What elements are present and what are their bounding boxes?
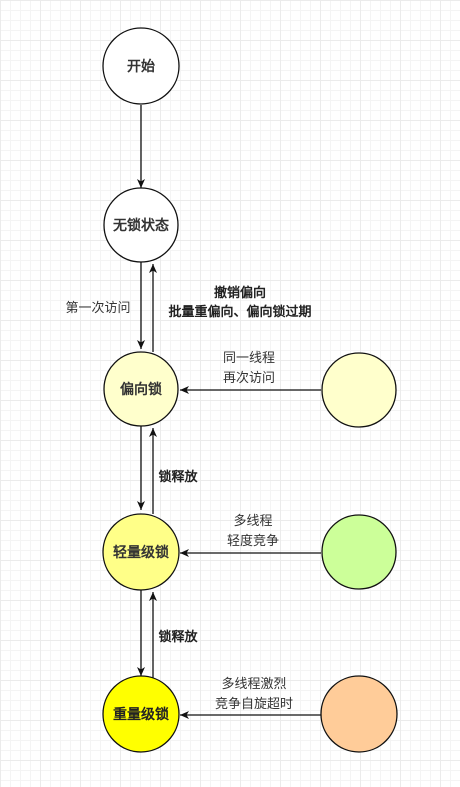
label-lock-release-2: 锁释放 (158, 629, 198, 645)
node-lightweight-source (321, 514, 397, 590)
label-light-contention: 轻度竞争 (227, 533, 279, 549)
node-start-label: 开始 (127, 58, 155, 75)
node-unlocked-label: 无锁状态 (112, 217, 169, 234)
node-lightweight: 轻量级锁 (102, 513, 180, 591)
node-lightweight-label: 轻量级锁 (113, 544, 169, 561)
node-biased-source (321, 352, 397, 428)
label-same-thread: 同一线程 (223, 351, 275, 366)
label-first-access: 第一次访问 (65, 300, 130, 316)
node-heavyweight: 重量级锁 (102, 675, 180, 753)
label-revoke-bias: 撤销偏向 (214, 285, 266, 301)
node-biased: 偏向锁 (103, 351, 179, 427)
node-heavyweight-label: 重量级锁 (113, 706, 169, 723)
node-unlocked: 无锁状态 (103, 187, 179, 263)
label-access-again: 再次访问 (223, 370, 275, 386)
label-lock-release-1: 锁释放 (158, 469, 198, 485)
label-spin-timeout: 竞争自旋超时 (215, 696, 293, 712)
label-revoke-reasons: 批量重偏向、偏向锁过期 (168, 304, 311, 320)
node-start: 开始 (102, 27, 180, 105)
node-biased-label: 偏向锁 (120, 381, 162, 398)
node-heavyweight-source (320, 675, 398, 753)
label-multi-thread: 多线程 (233, 513, 272, 529)
label-fierce-multi-thread: 多线程激烈 (221, 676, 286, 692)
